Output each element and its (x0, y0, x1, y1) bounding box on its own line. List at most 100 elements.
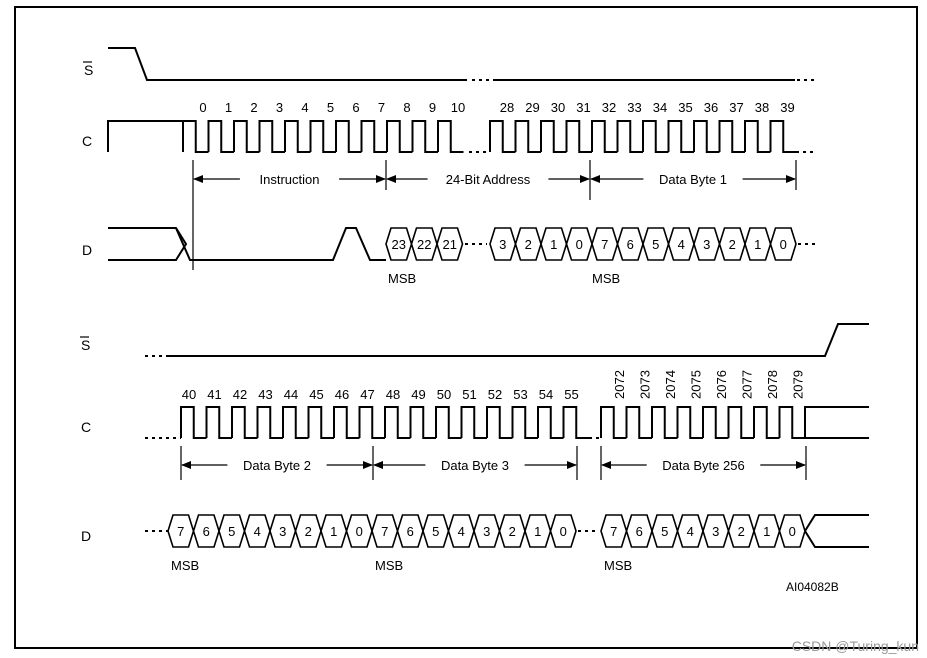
d-top-addr-lo-bit-label-3: 0 (576, 237, 583, 252)
d-bot-byte-256-bit-3: 4 (676, 514, 704, 548)
clock-label-bottom-2: 42 (233, 387, 247, 402)
span-data-byte-256-label: Data Byte 256 (662, 458, 744, 473)
d-bot-byte-256-bit-2: 5 (651, 514, 679, 548)
d-top-addr-lo-bit-8: 3 (693, 227, 721, 261)
d-bot-bytes-bit-label-10: 5 (432, 524, 439, 539)
d-top-addr-hi-bit-hex-2 (436, 227, 464, 261)
d-top-idle (175, 227, 386, 261)
d-top-addr-lo-bit-label-6: 5 (652, 237, 659, 252)
d-bot-bytes-bit-7: 0 (345, 514, 373, 548)
clock-label-top-14: 31 (576, 100, 590, 115)
clock-label-top-16: 33 (627, 100, 641, 115)
d-bot-bytes-bit-label-3: 4 (254, 524, 261, 539)
d-top-addr-hi-bit-label-1: 22 (417, 237, 431, 252)
clock-label-top-6: 6 (352, 100, 359, 115)
d-bot-bytes-bit-4: 3 (269, 514, 297, 548)
d-top-addr-lo-bit-label-2: 1 (550, 237, 557, 252)
d-bot-bytes-bit-13: 2 (498, 514, 526, 548)
c-bot-pulses-1 (180, 406, 589, 439)
clock-label-bottom-13: 53 (513, 387, 527, 402)
d-bot-bytes-bit-label-7: 0 (356, 524, 363, 539)
clock-label-bottom-rot-7: 2079 (791, 370, 806, 399)
clock-label-top-21: 38 (755, 100, 769, 115)
d-bot-bytes-bit-label-9: 6 (407, 524, 414, 539)
clock-label-bottom-rot-3: 2075 (689, 370, 704, 399)
d-top-addr-lo-bit-2: 1 (540, 227, 568, 261)
d-top-addr-lo-bit-6: 5 (642, 227, 670, 261)
clock-label-bottom-10: 50 (437, 387, 451, 402)
span-address-label: 24-Bit Address (446, 172, 531, 187)
figure-id: AI04082B (786, 580, 839, 594)
clock-label-top-4: 4 (301, 100, 308, 115)
clock-label-top-8: 8 (403, 100, 410, 115)
d-top-addr-lo-bit-9: 2 (718, 227, 746, 261)
c-waveform-top (107, 120, 815, 153)
clock-label-bottom-7: 47 (360, 387, 374, 402)
clock-label-bottom-8: 48 (386, 387, 400, 402)
d-top-addr-lo-bit-4: 7 (591, 227, 619, 261)
clock-label-bottom-rot-4: 2076 (714, 370, 729, 399)
d-top-addr-lo-bit-0: 3 (489, 227, 517, 261)
d-top-lead (108, 227, 188, 261)
d-bot-bytes-bit-8: 7 (371, 514, 399, 548)
span-instruction: Instruction (193, 172, 386, 187)
span-data-byte-2-label: Data Byte 2 (243, 458, 311, 473)
d-top-addr-lo-bit-3: 0 (565, 227, 593, 261)
msb-label-bottom-2: MSB (375, 558, 403, 573)
d-bot-end (804, 514, 869, 548)
clock-label-bottom-0: 40 (182, 387, 196, 402)
d-bot-bytes-bit-9: 6 (396, 514, 424, 548)
clock-label-top-10: 10 (451, 100, 465, 115)
d-bot-bytes-bit-label-5: 2 (305, 524, 312, 539)
clock-label-bottom-rot-5: 2077 (740, 370, 755, 399)
d-top-addr-lo-bit-label-7: 4 (678, 237, 685, 252)
clock-label-top-2: 2 (250, 100, 257, 115)
d-bot-byte-256-bit-0: 7 (600, 514, 628, 548)
d-bot-byte-256-bit-label-4: 3 (712, 524, 719, 539)
d-top-addr-hi-bit-2: 21 (436, 227, 464, 261)
clock-label-top-17: 34 (653, 100, 667, 115)
d-bot-bytes-bit-1: 6 (192, 514, 220, 548)
d-top-addr-lo-bit-label-0: 3 (499, 237, 506, 252)
c-signal-label-bottom: C (81, 419, 91, 435)
d-bot-byte-256-bit-label-0: 7 (610, 524, 617, 539)
d-bot-bytes-bit-15: 0 (549, 514, 577, 548)
d-top-addr-hi-bit-0: 23 (385, 227, 413, 261)
clock-label-bottom-rot-6: 2078 (765, 370, 780, 399)
d-bot-byte-256-bit-label-1: 6 (636, 524, 643, 539)
d-bot-byte-256-bit-label-5: 2 (738, 524, 745, 539)
clock-label-bottom-14: 54 (539, 387, 553, 402)
d-bot-bytes-bit-label-4: 3 (279, 524, 286, 539)
d-bot-bytes-bit-0: 7 (167, 514, 195, 548)
d-top-addr-lo-bit-label-5: 6 (627, 237, 634, 252)
clock-label-top-11: 28 (500, 100, 514, 115)
d-bot-bytes-bit-6: 1 (320, 514, 348, 548)
d-bot-bytes-bit-3: 4 (243, 514, 271, 548)
c-waveform-bottom (145, 406, 869, 439)
c-top-idle (107, 120, 183, 152)
clock-label-bottom-rot-1: 2073 (638, 370, 653, 399)
clock-label-top-5: 5 (327, 100, 334, 115)
d-top-addr-lo-bit-label-4: 7 (601, 237, 608, 252)
c-signal-label-top: C (82, 133, 92, 149)
s-waveform-top (108, 47, 467, 81)
msb-label-bottom-1: MSB (171, 558, 199, 573)
span-data-byte-3-label: Data Byte 3 (441, 458, 509, 473)
d-top-addr-hi-bit-label-0: 23 (392, 237, 406, 252)
d-bot-bytes-bit-label-0: 7 (177, 524, 184, 539)
msb-label-top-1: MSB (388, 271, 416, 286)
clock-label-top-0: 0 (199, 100, 206, 115)
d-top-addr-lo-bit-5: 6 (616, 227, 644, 261)
d-bot-byte-256-bit-label-7: 0 (789, 524, 796, 539)
d-bot-byte-256-bit-6: 1 (753, 514, 781, 548)
clock-label-top-9: 9 (429, 100, 436, 115)
s-signal-label-top: S (84, 62, 93, 78)
clock-label-bottom-rot-0: 2072 (612, 370, 627, 399)
clock-label-bottom-11: 51 (462, 387, 476, 402)
d-top-addr-lo-bit-11: 0 (769, 227, 797, 261)
d-bot-bytes-bit-label-14: 1 (534, 524, 541, 539)
